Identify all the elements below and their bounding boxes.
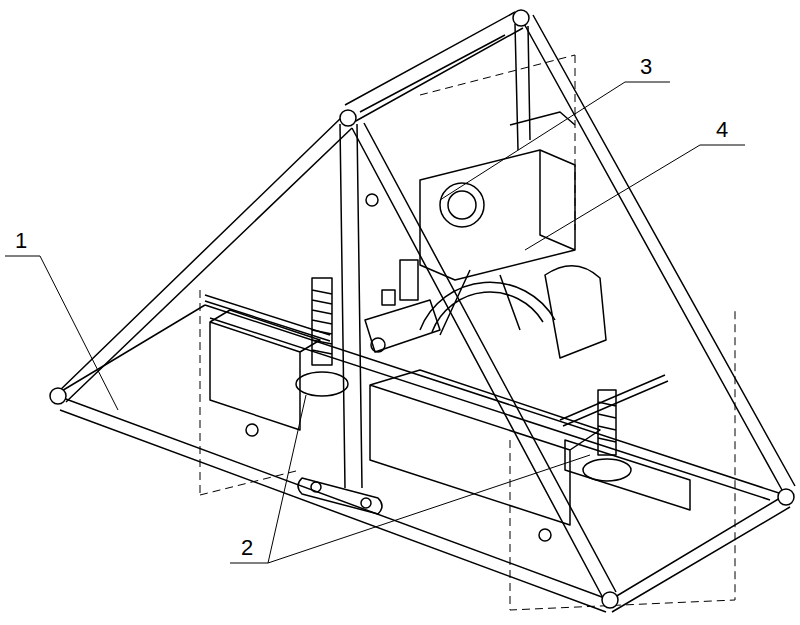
bolt (361, 498, 371, 508)
leader-line (5, 82, 745, 563)
callout-number: 3 (640, 54, 652, 80)
blade-guard (420, 270, 555, 335)
clamp-screw (598, 390, 616, 455)
bolt (246, 424, 258, 436)
callout-number: 2 (241, 535, 253, 561)
bolt (311, 482, 321, 492)
callout-number: 4 (716, 117, 728, 143)
bolt (539, 529, 551, 541)
vise-plate (565, 440, 690, 510)
motor-pulley (440, 183, 484, 227)
base-rail (55, 305, 790, 612)
blade-cover (545, 266, 606, 358)
vise-plate (210, 310, 320, 430)
frame-diagonal (55, 116, 352, 402)
clamp-screw (312, 278, 332, 365)
frame-joint (50, 10, 794, 608)
clamp-handle (560, 375, 668, 426)
clamp-screw (382, 260, 418, 305)
foot-bracket (298, 478, 382, 514)
phantom-outline (200, 55, 735, 610)
clamp-block (365, 300, 440, 352)
frame-beam (345, 12, 523, 122)
motor-housing (420, 112, 575, 280)
clamp-foot (296, 372, 348, 396)
motor-pulley (448, 191, 476, 219)
frame-diagonal (352, 15, 795, 598)
callout-number: 1 (15, 228, 27, 254)
